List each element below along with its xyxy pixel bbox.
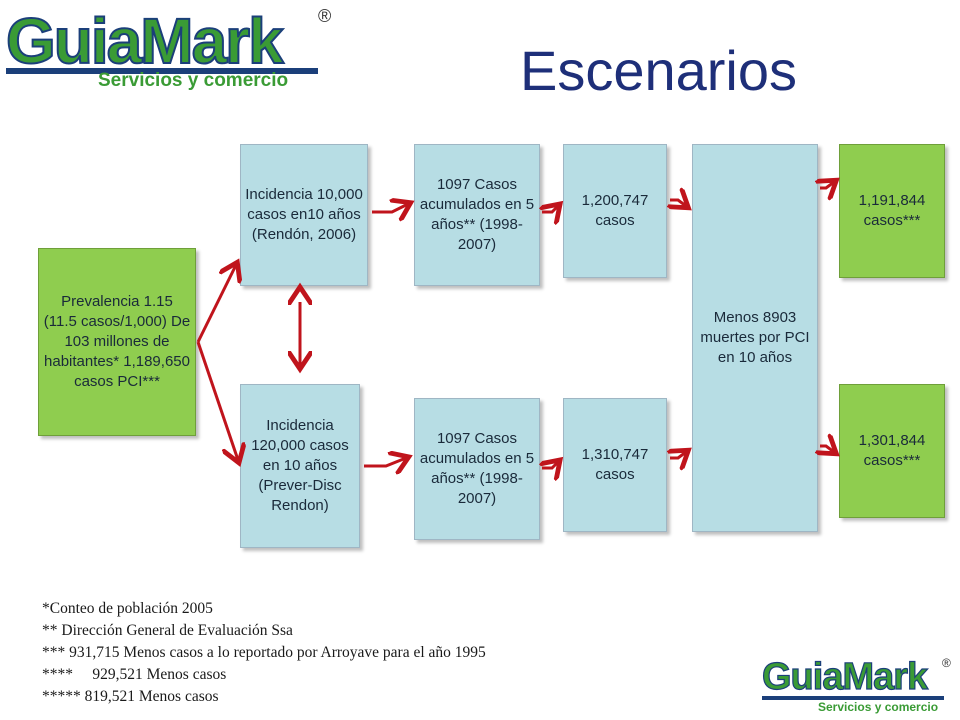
arrow-menos-to-result-bottom	[820, 446, 834, 452]
registered-mark-small: ®	[942, 656, 951, 670]
logo-underline-small	[762, 696, 944, 700]
arrow-acc-top-to-casos-top	[542, 206, 558, 212]
arrow-inc-bottom-to-acc-bottom	[364, 458, 406, 466]
arrow-prev-to-inc-top	[196, 265, 236, 343]
result-top-box: 1,191,844 casos***	[839, 144, 945, 278]
logo-wordmark: GuiaMark	[5, 4, 285, 78]
arrow-casos-bottom-to-menos	[670, 452, 686, 458]
acumulados-top-box: 1097 Casos acumulados en 5 años** (1998-…	[414, 144, 540, 286]
footnote-3: *** 931,715 Menos casos a lo reportado p…	[42, 644, 486, 661]
arrow-inc-top-to-acc-top	[372, 204, 408, 212]
casos-bottom-box: 1,310,747 casos	[563, 398, 667, 532]
acumulados-bottom-box: 1097 Casos acumulados en 5 años** (1998-…	[414, 398, 540, 540]
footnotes: *Conteo de población 2005 ** Dirección G…	[42, 598, 486, 708]
logo-wordmark-small: GuiaMark	[761, 655, 928, 698]
footnote-2: ** Dirección General de Evaluación Ssa	[42, 622, 293, 639]
guiamark-logo-small: GuiaMark ® Servicios y comercio	[761, 655, 958, 718]
logo-underline	[6, 68, 318, 74]
casos-top-box: 1,200,747 casos	[563, 144, 667, 278]
prevalencia-box: Prevalencia 1.15 (11.5 casos/1,000) De 1…	[38, 248, 196, 436]
guiamark-logo: GuiaMark ® Servicios y comercio	[5, 4, 336, 94]
arrow-menos-to-result-top	[820, 182, 834, 188]
incidencia-top-box: Incidencia 10,000 casos en10 años (Rendó…	[240, 144, 368, 286]
page-title: Escenarios	[520, 39, 798, 102]
result-bottom-box: 1,301,844 casos***	[839, 384, 945, 518]
footnote-4: **** 929,521 Menos casos	[42, 666, 227, 683]
footnote-1: *Conteo de población 2005	[42, 600, 213, 617]
logo-tagline-small: Servicios y comercio	[818, 700, 939, 714]
registered-mark: ®	[318, 6, 332, 26]
footnote-5: ***** 819,521 Menos casos	[42, 688, 219, 705]
logo-tagline: Servicios y comercio	[98, 70, 289, 91]
menos-muertes-box: Menos 8903 muertes por PCI en 10 años	[692, 144, 818, 532]
arrow-prev-to-inc-bottom	[196, 341, 238, 460]
arrow-casos-top-to-menos	[670, 200, 686, 206]
arrow-acc-bottom-to-casos-bottom	[542, 462, 558, 468]
